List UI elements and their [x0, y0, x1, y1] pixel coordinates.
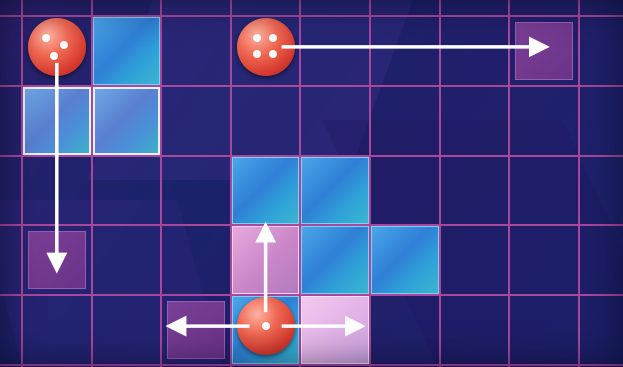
- move-arrows: [0, 0, 623, 367]
- game-board[interactable]: [0, 0, 623, 367]
